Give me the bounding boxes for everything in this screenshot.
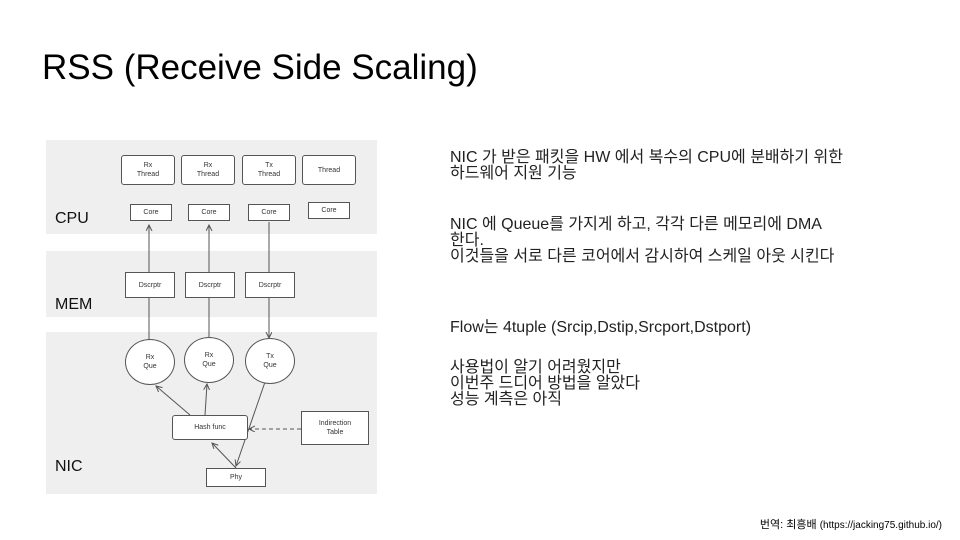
mem-label: MEM	[55, 296, 93, 313]
phy-to-hash	[212, 443, 237, 469]
queue-circle: Rx Que	[184, 337, 234, 383]
txque-to-phy	[236, 381, 266, 466]
descriptor-box: Dscrptr	[245, 272, 295, 298]
text-paragraph-1: NIC 가 받은 패킷을 HW 에서 복수의 CPU에 분배하기 위한 하드웨어…	[450, 149, 843, 182]
credit-label: 번역: 최흥배	[759, 519, 817, 531]
phy-box: Phy	[206, 468, 266, 487]
hash-func-box: Hash func	[172, 415, 248, 440]
core-box: Core	[130, 204, 172, 221]
thread-box: Tx Thread	[242, 155, 296, 185]
queue-circle: Tx Que	[245, 338, 295, 384]
thread-box: Rx Thread	[181, 155, 235, 185]
translation-credit: 번역: 최흥배 (https://jacking75.github.io/)	[760, 516, 942, 532]
text-paragraph-2: NIC 에 Queue를 가지게 하고, 각각 다른 메모리에 DMA 한다. …	[450, 216, 835, 265]
queue-circle: Rx Que	[125, 339, 175, 385]
core-box: Core	[308, 202, 350, 219]
thread-box: Thread	[302, 155, 356, 185]
descriptor-box: Dscrptr	[185, 272, 235, 298]
indirection-table-box: Indirection Table	[301, 411, 369, 445]
credit-url: (https://jacking75.github.io/)	[819, 520, 942, 531]
text-paragraph-4: 사용법이 알기 어려웠지만 이번주 드디어 방법을 알았다 성능 계측은 아직	[450, 359, 640, 408]
hash-to-rxque1	[156, 386, 191, 416]
slide-title: RSS (Receive Side Scaling)	[42, 48, 478, 87]
nic-label: NIC	[55, 458, 83, 475]
cpu-label: CPU	[55, 210, 89, 227]
thread-box: Rx Thread	[121, 155, 175, 185]
hash-to-rxque2	[205, 384, 207, 416]
descriptor-box: Dscrptr	[125, 272, 175, 298]
text-paragraph-3: Flow는 4tuple (Srcip,Dstip,Srcport,Dstpor…	[450, 319, 752, 336]
core-box: Core	[248, 204, 290, 221]
core-box: Core	[188, 204, 230, 221]
